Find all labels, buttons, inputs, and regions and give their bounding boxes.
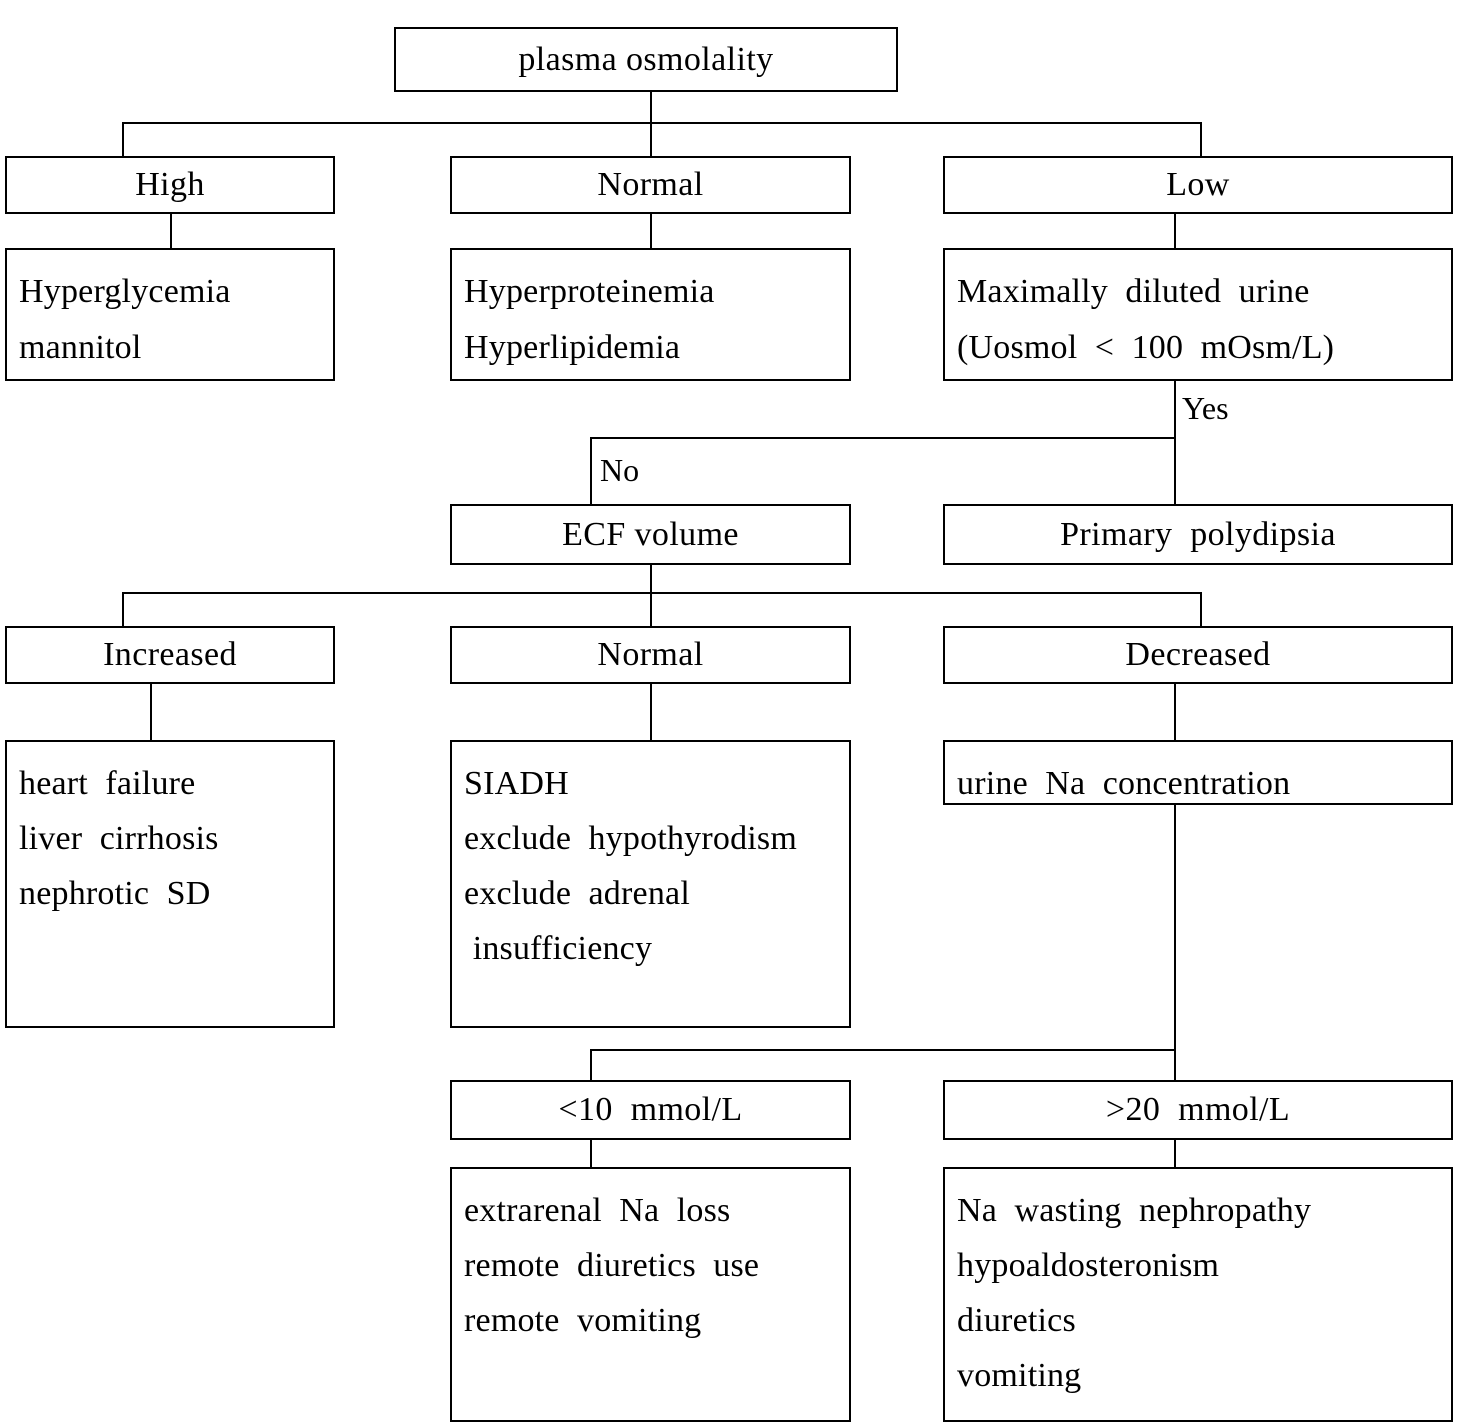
node-euvolemic-causes-text: SIADH exclude hypothyrodism exclude adre…	[464, 765, 798, 968]
edge-label-no: No	[600, 452, 640, 488]
connector-ecf-stem	[650, 565, 652, 593]
node-ecf-normal-label: Normal	[597, 636, 704, 674]
connector-drop-high	[122, 122, 124, 157]
connector-level3-bar	[590, 1049, 1176, 1051]
node-ecf-decreased[interactable]: Decreased	[943, 626, 1453, 684]
node-plasma-osmolality[interactable]: plasma osmolality	[394, 27, 898, 92]
node-urine-na-below-10-label: <10 mmol/L	[558, 1091, 743, 1129]
node-urine-na-concentration-text: urine Na concentration	[957, 765, 1291, 802]
node-plasma-osmolality-label: plasma osmolality	[518, 40, 774, 78]
node-osmolality-normal[interactable]: Normal	[450, 156, 851, 214]
node-urine-na-concentration[interactable]: urine Na concentration	[943, 740, 1453, 805]
node-urine-na-above-20[interactable]: >20 mmol/L	[943, 1080, 1453, 1140]
connector-level1-bar	[122, 122, 1202, 124]
node-primary-polydipsia-label: Primary polydipsia	[1060, 515, 1336, 553]
node-ecf-increased-label: Increased	[103, 636, 237, 674]
connector-root-stem	[650, 92, 652, 123]
node-ecf-decreased-label: Decreased	[1125, 636, 1271, 674]
node-osmolality-normal-label: Normal	[597, 166, 704, 204]
node-pseudohyponatremia-causes-text: Hyperproteinemia Hyperlipidemia	[464, 273, 715, 367]
node-ecf-volume[interactable]: ECF volume	[450, 504, 851, 565]
node-ecf-increased[interactable]: Increased	[5, 626, 335, 684]
node-maximally-diluted-urine-text: Maximally diluted urine (Uosmol < 100 mO…	[957, 273, 1335, 367]
node-renal-na-loss-causes[interactable]: Na wasting nephropathy hypoaldosteronism…	[943, 1167, 1453, 1422]
node-urine-na-below-10[interactable]: <10 mmol/L	[450, 1080, 851, 1140]
connector-urine-na-stem	[1174, 805, 1176, 1080]
node-osmolality-low-label: Low	[1166, 166, 1230, 204]
connector-decreased-to-test	[1174, 684, 1176, 741]
node-extrarenal-na-loss-causes-text: extrarenal Na loss remote diuretics use …	[464, 1192, 760, 1340]
connector-drop-increased	[122, 592, 124, 627]
connector-no-drop	[590, 437, 592, 505]
connector-normal-to-causes	[650, 214, 652, 249]
connector-yes-branch	[1174, 381, 1176, 505]
connector-drop-low	[1200, 122, 1202, 157]
connector-drop-decreased	[1200, 592, 1202, 627]
node-primary-polydipsia[interactable]: Primary polydipsia	[943, 504, 1453, 565]
connector-drop-ecf-normal	[650, 592, 652, 627]
node-hypervolemic-causes-text: heart failure liver cirrhosis nephrotic …	[19, 765, 219, 913]
node-euvolemic-causes[interactable]: SIADH exclude hypothyrodism exclude adre…	[450, 740, 851, 1028]
connector-ecf-normal-to-causes	[650, 684, 652, 741]
node-extrarenal-na-loss-causes[interactable]: extrarenal Na loss remote diuretics use …	[450, 1167, 851, 1422]
node-ecf-normal[interactable]: Normal	[450, 626, 851, 684]
node-hyperosmolar-causes[interactable]: Hyperglycemia mannitol	[5, 248, 335, 381]
connector-high-to-causes	[170, 214, 172, 249]
node-urine-na-above-20-label: >20 mmol/L	[1105, 1091, 1291, 1129]
connector-low-to-test	[1174, 214, 1176, 249]
edge-label-yes: Yes	[1182, 390, 1229, 426]
node-hyperosmolar-causes-text: Hyperglycemia mannitol	[19, 273, 231, 367]
node-osmolality-high[interactable]: High	[5, 156, 335, 214]
connector-drop-normal	[650, 122, 652, 157]
node-osmolality-low[interactable]: Low	[943, 156, 1453, 214]
node-osmolality-high-label: High	[135, 166, 205, 204]
node-ecf-volume-label: ECF volume	[562, 515, 739, 553]
connector-above20-to-causes	[1174, 1140, 1176, 1168]
connector-no-bar	[590, 437, 1176, 439]
node-maximally-diluted-urine[interactable]: Maximally diluted urine (Uosmol < 100 mO…	[943, 248, 1453, 381]
connector-level2-bar	[122, 592, 1202, 594]
connector-drop-low-urine-na	[590, 1049, 592, 1081]
node-pseudohyponatremia-causes[interactable]: Hyperproteinemia Hyperlipidemia	[450, 248, 851, 381]
node-renal-na-loss-causes-text: Na wasting nephropathy hypoaldosteronism…	[957, 1192, 1312, 1395]
node-hypervolemic-causes[interactable]: heart failure liver cirrhosis nephrotic …	[5, 740, 335, 1028]
connector-increased-to-causes	[150, 684, 152, 741]
connector-below10-to-causes	[590, 1140, 592, 1168]
